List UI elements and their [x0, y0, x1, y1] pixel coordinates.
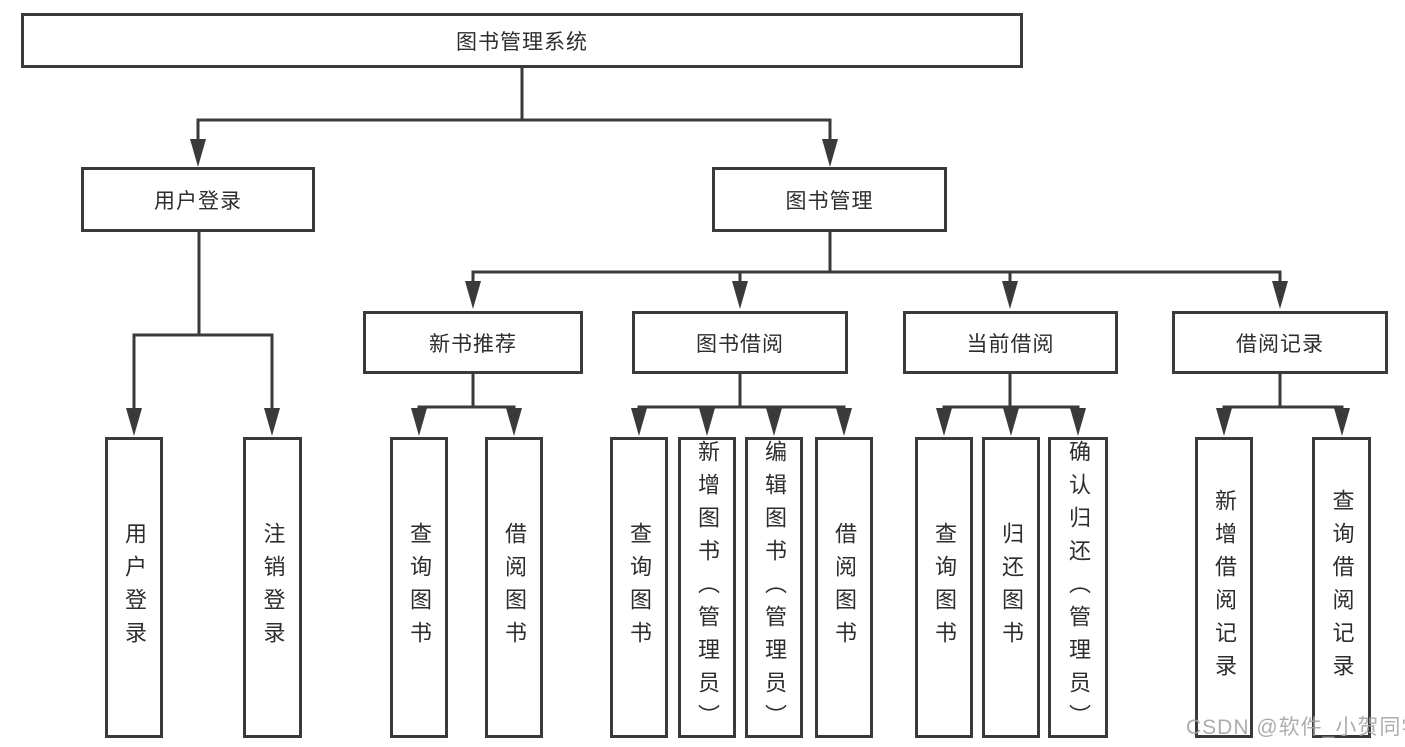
- leaf-label: 确认归还（管理员）: [1066, 440, 1091, 737]
- leaf-label: 查询图书: [627, 521, 652, 654]
- node-user-login: 用户登录: [81, 167, 315, 232]
- leaf-label: 新增借阅记录: [1212, 488, 1237, 687]
- connector-borrow-records: [1222, 374, 1344, 409]
- node-label: 图书管理: [785, 189, 874, 213]
- connector-root: [196, 68, 832, 140]
- connector-user-login: [132, 232, 274, 409]
- node-borrowing-records: 借阅记录: [1172, 311, 1388, 374]
- leaf-label: 编辑图书（管理员）: [762, 440, 787, 737]
- node-label: 图书借阅: [696, 332, 784, 356]
- leaf-logout: 注销登录: [243, 437, 302, 738]
- leaf-add-book-admin: 新增图书（管理员）: [678, 437, 736, 738]
- leaf-borrow-books-recommend: 借阅图书: [485, 437, 543, 738]
- leaf-edit-book-admin: 编辑图书（管理员）: [745, 437, 803, 738]
- leaf-label: 查询图书: [932, 521, 957, 654]
- node-book-borrowing: 图书借阅: [632, 311, 848, 374]
- node-label: 当前借阅: [966, 332, 1055, 356]
- leaf-label: 查询图书: [407, 521, 432, 654]
- leaf-query-books-borrowing: 查询图书: [610, 437, 668, 738]
- node-label: 借阅记录: [1236, 332, 1324, 356]
- leaf-confirm-return-admin: 确认归还（管理员）: [1048, 437, 1108, 738]
- leaf-label: 借阅图书: [832, 521, 857, 654]
- connector-new-book: [417, 374, 516, 409]
- node-current-borrowing: 当前借阅: [903, 311, 1118, 374]
- leaf-query-borrow-record: 查询借阅记录: [1312, 437, 1371, 738]
- node-library-management-system: 图书管理系统: [21, 13, 1023, 68]
- leaf-label: 用户登录: [122, 521, 147, 654]
- connector-book-borrow: [637, 374, 846, 409]
- node-label: 图书管理系统: [456, 30, 588, 54]
- leaf-return-books: 归还图书: [982, 437, 1040, 738]
- leaf-label: 归还图书: [999, 521, 1024, 654]
- node-label: 用户登录: [154, 189, 242, 213]
- connector-current-borrow: [942, 374, 1080, 409]
- leaf-query-books-recommend: 查询图书: [390, 437, 448, 738]
- leaf-borrow-books-borrowing: 借阅图书: [815, 437, 873, 738]
- leaf-label: 查询借阅记录: [1329, 488, 1355, 687]
- connector-book-management: [471, 232, 1282, 282]
- leaf-label: 借阅图书: [502, 521, 527, 654]
- leaf-label: 新增图书（管理员）: [695, 440, 720, 737]
- node-label: 新书推荐: [429, 332, 517, 356]
- csdn-watermark: CSDN @软件_小贺同学: [1186, 716, 1405, 739]
- leaf-query-books-current: 查询图书: [915, 437, 973, 738]
- leaf-user-login: 用户登录: [105, 437, 163, 738]
- node-new-book-recommendation: 新书推荐: [363, 311, 583, 374]
- leaf-add-borrow-record: 新增借阅记录: [1195, 437, 1253, 738]
- leaf-label: 注销登录: [260, 521, 286, 654]
- node-book-management: 图书管理: [712, 167, 947, 232]
